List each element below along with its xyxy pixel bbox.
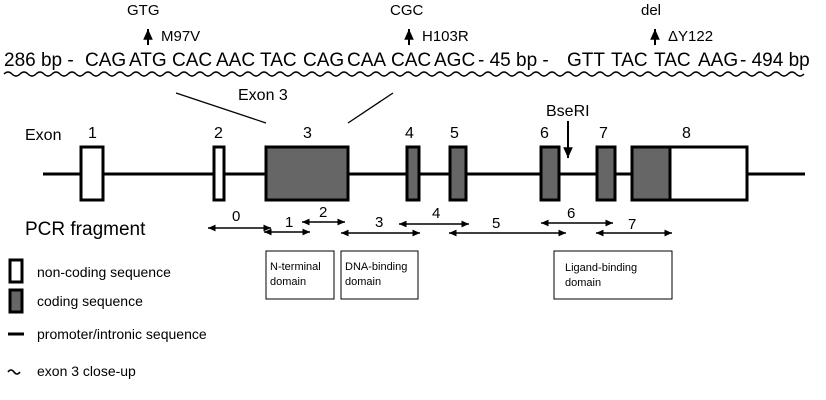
- codon: TAC: [654, 50, 691, 71]
- exon-4-box: [405, 145, 421, 202]
- codon: AAC: [216, 50, 255, 71]
- exon-number: 8: [682, 125, 691, 142]
- codon: TAC: [611, 50, 648, 71]
- seq-right-bp: - 494 bp: [740, 50, 810, 71]
- exon-number: 3: [303, 125, 312, 142]
- exon-5-box: [448, 145, 468, 202]
- mutation-1-codon: GTG: [127, 2, 160, 19]
- mutation-3-label: ΔY122: [668, 28, 713, 45]
- exon-number: 2: [214, 125, 223, 142]
- exon-row-label: Exon: [25, 127, 61, 144]
- fragment-number: 2: [319, 204, 327, 221]
- exon-2-box: [212, 145, 226, 202]
- legend-wavy-icon: [7, 369, 21, 375]
- pcr-fragment-label: PCR fragment: [25, 219, 146, 240]
- bseri-label: BseRI: [546, 103, 590, 120]
- fragment-number: 0: [232, 208, 240, 225]
- fragment-number: 3: [375, 214, 383, 231]
- codon: CAG: [303, 50, 344, 71]
- codon: ATG: [129, 50, 167, 71]
- codon: CAC: [172, 50, 212, 71]
- dna-binding-domain-label: DNA-binding domain: [345, 261, 410, 288]
- exon-number: 7: [599, 125, 608, 142]
- mutation-2-codon: CGC: [390, 2, 424, 19]
- n-terminal-domain-box: [265, 250, 335, 300]
- codon: CAG: [85, 50, 126, 71]
- mutation-3-codon: del: [641, 2, 661, 19]
- closeup-line-right: [347, 92, 394, 124]
- mutation-2-label: H103R: [422, 28, 469, 45]
- exon-3-box: [264, 145, 350, 202]
- n-terminal-domain-label: N-terminal domain: [270, 261, 324, 288]
- fragment-number: 5: [492, 215, 500, 232]
- fragment-number: 6: [567, 205, 575, 222]
- closeup-line-left: [175, 92, 267, 124]
- exon-1-box: [79, 145, 105, 202]
- codon: TAC: [260, 50, 297, 71]
- codon: AAG: [698, 50, 738, 71]
- legend-coding-text: coding sequence: [37, 293, 143, 309]
- seq-left-bp: 286 bp -: [4, 50, 74, 71]
- exon-6-box: [539, 145, 561, 202]
- exon3-sequence: 286 bp - CAG ATG CAC AAC TAC CAG CAA CAC…: [4, 50, 810, 71]
- ligand-binding-domain-box: [553, 250, 673, 300]
- exon-number: 1: [88, 125, 97, 142]
- legend-intronic-text: promoter/intronic sequence: [37, 326, 207, 342]
- exon-8-coding-box: [630, 145, 672, 202]
- codon: CAA: [347, 50, 386, 71]
- exon-number: 4: [405, 125, 414, 142]
- seq-middle-bp: - 45 bp -: [478, 50, 549, 71]
- dna-binding-domain-box: [340, 250, 419, 300]
- exon-7-box: [595, 145, 617, 202]
- codon: CAC: [391, 50, 431, 71]
- legend-closeup-text: exon 3 close-up: [37, 363, 136, 379]
- legend-noncoding-text: non-coding sequence: [37, 264, 171, 280]
- mutation-1-label: M97V: [161, 28, 200, 45]
- exon-number: 6: [540, 125, 549, 142]
- codon: GTT: [567, 50, 605, 71]
- exon-8-noncoding-box: [668, 145, 749, 202]
- fragment-number: 7: [628, 216, 636, 233]
- ligand-binding-domain-label: Ligand-binding domain: [565, 262, 640, 289]
- exon3-label: Exon 3: [238, 87, 288, 104]
- wavy-underline: [3, 71, 805, 77]
- legend-filled-box-icon: [8, 288, 24, 314]
- codon: AGC: [434, 50, 475, 71]
- fragment-number: 4: [432, 205, 440, 222]
- fragment-number: 1: [285, 214, 293, 231]
- exon-number: 5: [450, 125, 459, 142]
- legend-open-box-icon: [8, 258, 24, 284]
